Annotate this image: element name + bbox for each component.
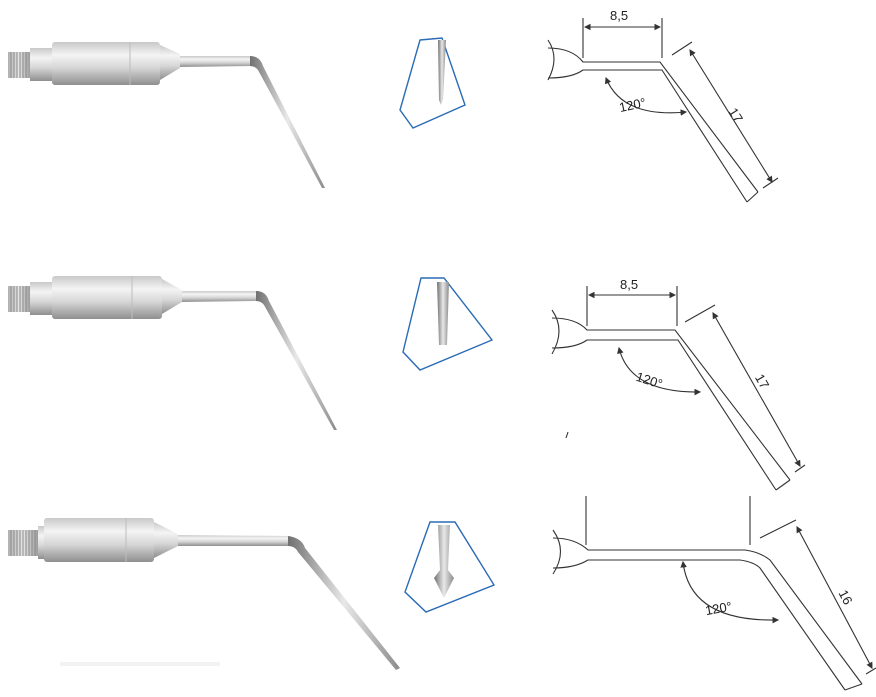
- length-label-3: 16: [836, 587, 856, 607]
- length-label-1: 17: [726, 105, 746, 125]
- length-label-2: 17: [752, 371, 772, 391]
- technical-drawing-3: [552, 496, 876, 691]
- tip-outline-2: [402, 277, 494, 371]
- technical-drawing-1: [547, 18, 779, 203]
- tool-illustration-2: [8, 276, 337, 430]
- angle-label-3: 120°: [704, 599, 733, 618]
- angle-label-2: 120°: [634, 369, 664, 392]
- row-2: 8,5 120° 17: [8, 276, 806, 491]
- width-label-1: 8,5: [610, 8, 628, 23]
- angle-label-1: 120°: [618, 95, 647, 115]
- row-3: 120° 16: [8, 496, 876, 691]
- width-label-2: 8,5: [620, 277, 638, 292]
- tool-illustration-3: [8, 518, 400, 670]
- tip-outline-1: [399, 37, 466, 129]
- technical-drawing-2: [551, 286, 806, 491]
- row-1: 8,5 120° 17: [8, 8, 779, 203]
- tool-illustration-1: [8, 42, 325, 188]
- tip-outline-3: [404, 521, 496, 613]
